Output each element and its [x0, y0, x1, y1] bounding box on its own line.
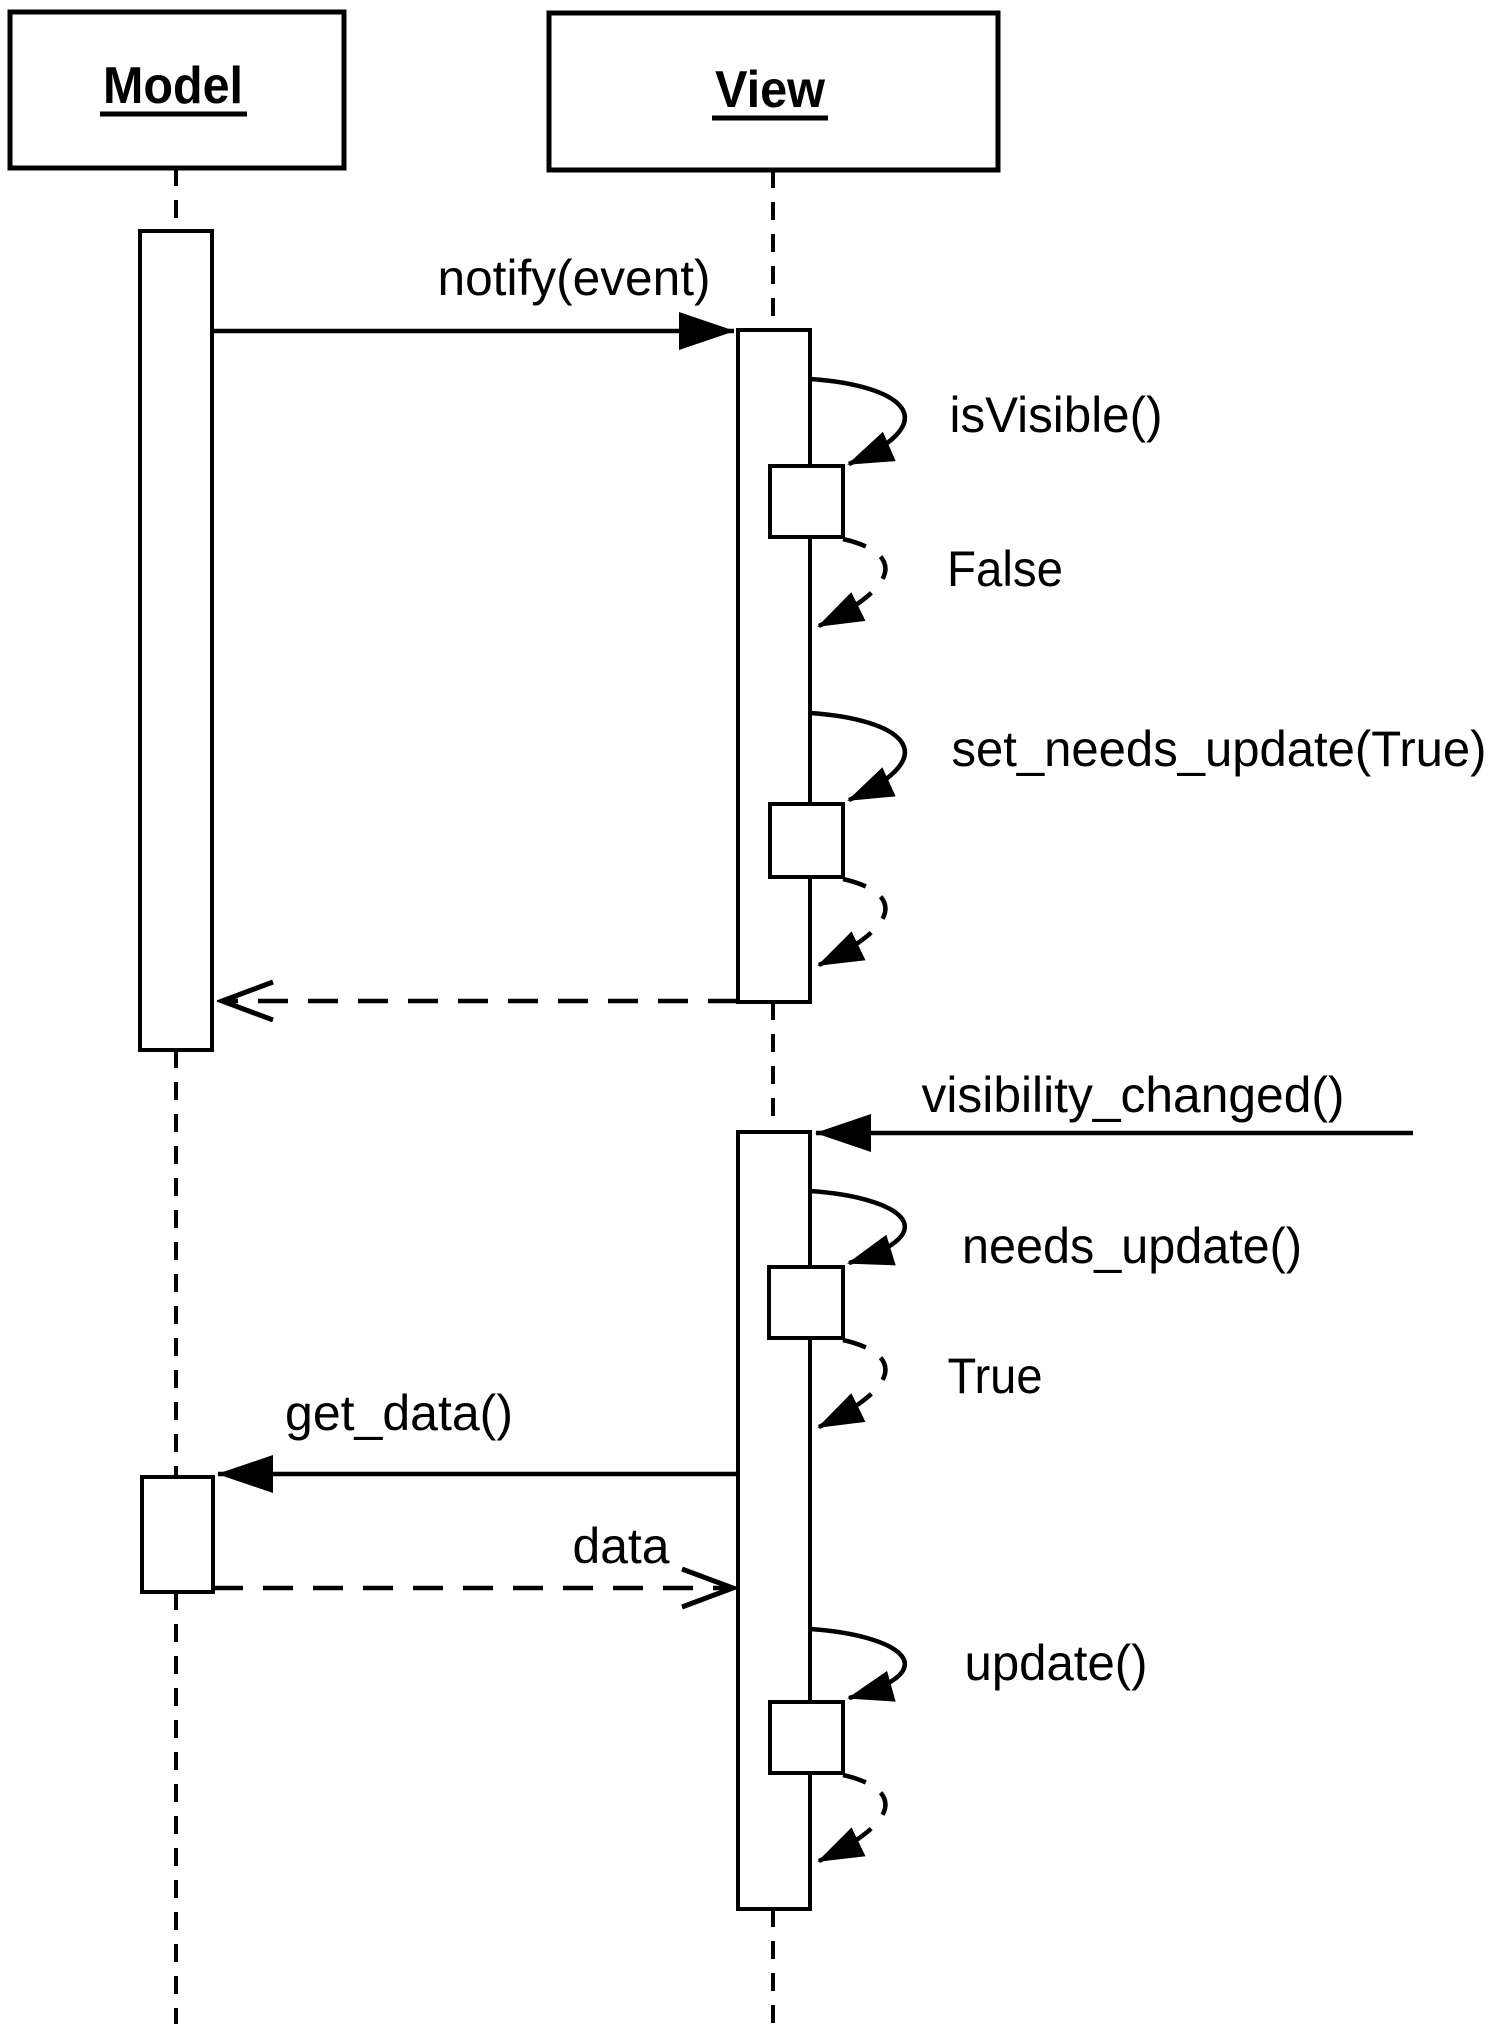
nested-activation-3 — [767, 1265, 845, 1340]
view-title: View — [715, 61, 826, 119]
set-needs-update-label: set_needs_update(True) — [952, 721, 1487, 777]
view-header-box — [546, 10, 1001, 173]
get-data-label: get_data() — [285, 1385, 513, 1441]
needs-update-self-call-arrow — [809, 1188, 907, 1266]
nested-activation-2 — [768, 802, 845, 879]
nested-activation-1 — [768, 464, 845, 539]
get-data-message: get_data() — [217, 1385, 738, 1493]
view-activation-1 — [736, 328, 812, 1004]
update-label: update() — [965, 1635, 1148, 1691]
model-header: Model — [7, 9, 347, 171]
true-label: True — [948, 1348, 1043, 1404]
false-return-arrow — [817, 536, 888, 629]
nested-activation-4 — [768, 1700, 845, 1775]
needs-update-self-call: needs_update() — [809, 1188, 1302, 1274]
isvisible-self-call: isVisible() — [809, 376, 1163, 467]
set-needs-update-self-call: set_needs_update(True) — [809, 710, 1487, 803]
true-return-arrow — [817, 1337, 888, 1430]
data-return-message: data — [213, 1518, 733, 1588]
model-header-box — [7, 9, 347, 171]
model-title: Model — [103, 57, 243, 115]
set-needs-update-return-arrow — [817, 876, 888, 968]
false-return: False — [817, 536, 1063, 629]
model-activation-2 — [140, 1475, 215, 1594]
false-label: False — [947, 541, 1063, 597]
update-self-call: update() — [809, 1626, 1148, 1702]
model-activation-1 — [138, 229, 214, 1052]
update-return-arrow — [817, 1772, 888, 1864]
set-needs-update-self-call-arrow — [809, 710, 907, 803]
true-return: True — [817, 1337, 1043, 1430]
isvisible-label: isVisible() — [950, 387, 1163, 443]
isvisible-self-call-arrow — [809, 376, 907, 467]
needs-update-label: needs_update() — [962, 1218, 1302, 1274]
visibility-changed-message: visibility_changed() — [815, 1067, 1413, 1152]
view-activation-2 — [736, 1130, 812, 1911]
view-header: View — [546, 10, 1001, 173]
update-self-call-arrow — [809, 1626, 907, 1702]
data-label: data — [573, 1518, 670, 1574]
notify-label: notify(event) — [438, 250, 711, 306]
visibility-changed-label: visibility_changed() — [922, 1067, 1345, 1123]
notify-message: notify(event) — [212, 250, 735, 350]
